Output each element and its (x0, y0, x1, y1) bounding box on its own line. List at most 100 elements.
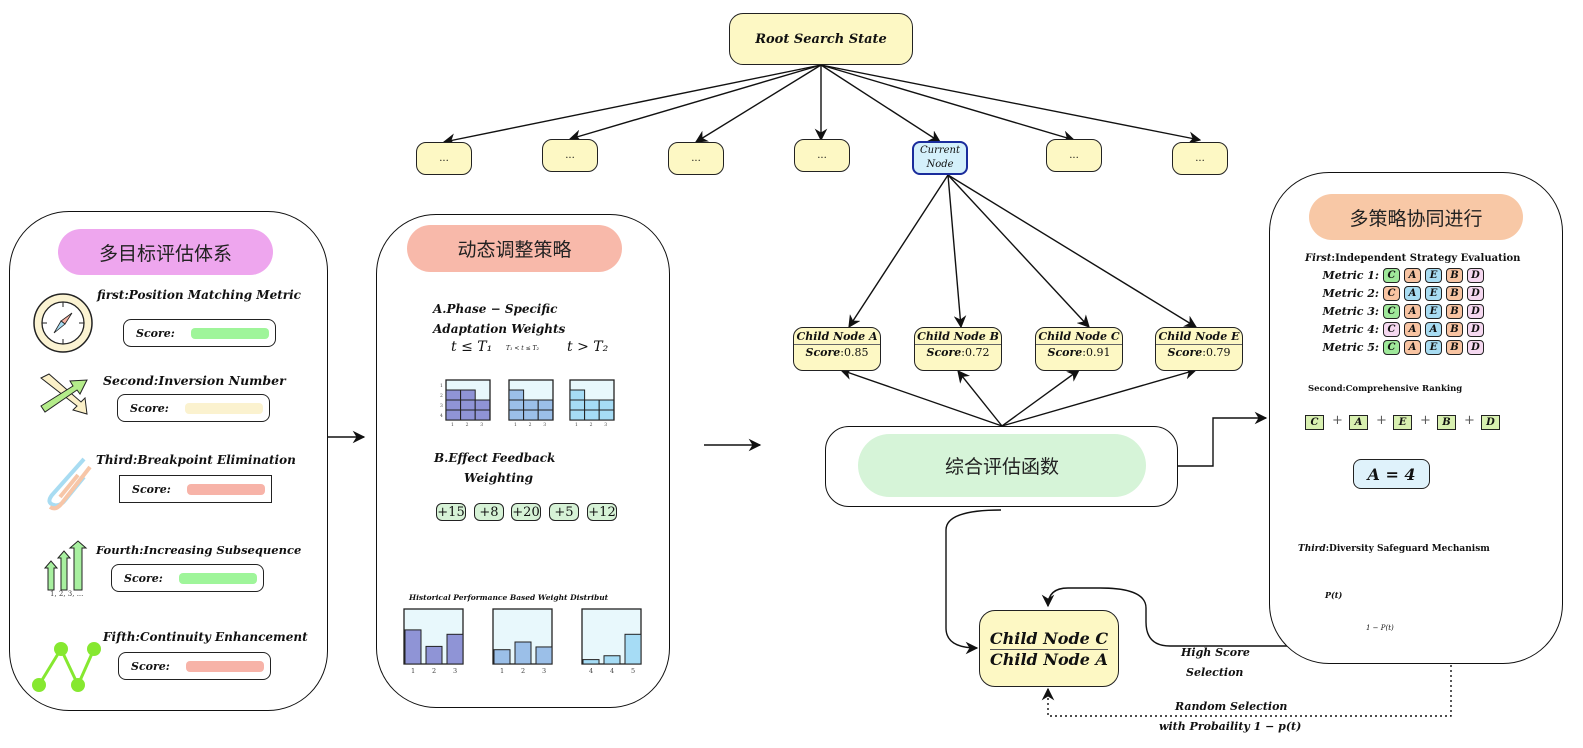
candidate-tag: D (1467, 304, 1484, 319)
child-node[interactable]: Child Node C Score:0.91 (1035, 327, 1123, 371)
score-value: 0.85 (844, 346, 869, 359)
root-search-state-node[interactable]: Root Search State (729, 13, 913, 65)
first-stage-label: First:Independent Strategy Evaluation (1305, 253, 1520, 264)
grid-col-label: 3 (543, 422, 546, 427)
random-selection-label-2: with Probaility 1 − p(t) (1159, 720, 1302, 733)
hist-bar (535, 646, 553, 665)
hist-tick-label: 3 (453, 667, 457, 675)
child-node[interactable]: Child Node A Score:0.85 (793, 327, 881, 371)
node-ellipsis: ... (1195, 153, 1205, 164)
ranking-tag: E (1393, 415, 1412, 430)
candidate-tag: D (1467, 286, 1484, 301)
metric-title-fifth: Fifth:Continuity Enhancement (103, 630, 308, 644)
candidate-tag: A (1404, 340, 1421, 355)
candidate-tag: A (1404, 322, 1421, 337)
section-a-line2: Adaptation Weights (433, 322, 566, 336)
tree-node-placeholder[interactable]: ... (542, 139, 598, 172)
tree-node-placeholder[interactable]: ... (794, 139, 850, 172)
node-ellipsis: ... (565, 150, 575, 161)
metric-rank-label: Metric 5: (1322, 341, 1379, 354)
metric-rank-label: Metric 4: (1322, 323, 1379, 336)
grid-row-label: 2 (440, 393, 443, 399)
tree-node-placeholder[interactable]: ... (416, 142, 472, 175)
candidate-tag: C (1383, 322, 1400, 337)
grid-col-label: 1 (575, 422, 578, 427)
score-label: Score: (130, 401, 169, 415)
candidate-tag: C (1383, 304, 1400, 319)
node-ellipsis: ... (691, 153, 701, 164)
third-stage-label: Third:Diversity Safeguard Mechanism (1298, 544, 1490, 554)
child-node-score: Score:0.91 (1047, 346, 1111, 359)
candidate-tag: B (1446, 340, 1463, 355)
child-node-score: Score:0.72 (926, 346, 990, 359)
ranking-tag: A (1349, 415, 1368, 430)
hist-bar (603, 655, 621, 665)
metric-rank-label: Metric 2: (1322, 287, 1379, 300)
node-ellipsis: ... (439, 153, 449, 164)
ranking-result: A = 4 (1367, 464, 1416, 484)
child-node[interactable]: Child Node E Score:0.79 (1155, 327, 1243, 371)
score-box-second: Score: (117, 394, 270, 422)
grid-col-label: 3 (480, 422, 483, 427)
score-box-fifth: Score: (118, 652, 271, 680)
tree-node-placeholder[interactable]: ... (668, 142, 724, 175)
feedback-box: +12 (587, 503, 617, 521)
hist-tick-label: 4 (589, 667, 593, 675)
selected-child-1: Child Node C (989, 628, 1109, 650)
grid-col-label: 2 (529, 422, 532, 427)
tree-node-placeholder[interactable]: ... (1046, 139, 1102, 172)
tree-node-placeholder[interactable]: ... (1172, 142, 1228, 175)
eval-function-label: 综合评估函数 (858, 434, 1146, 497)
third-stage-label-text: :Diversity Safeguard Mechanism (1325, 544, 1490, 554)
feedback-box: +15 (436, 503, 466, 521)
metric-title-second: Second:Inversion Number (103, 373, 286, 388)
hist-tick-label: 2 (521, 667, 525, 675)
score-label: Score: (136, 326, 175, 340)
hist-bar (404, 629, 422, 665)
candidate-tag: C (1383, 340, 1400, 355)
grid-col-label: 2 (590, 422, 593, 427)
hist-bar (425, 645, 443, 665)
score-label: Score (1047, 346, 1083, 359)
ranking-tag: C (1305, 415, 1324, 430)
hist-bar (514, 641, 532, 665)
score-value: 0.72 (965, 346, 990, 359)
hist-tick-label: 1 (411, 667, 415, 675)
plus-sign: + (1376, 413, 1387, 428)
candidate-tag: A (1425, 322, 1442, 337)
grid-row-label: 3 (440, 403, 443, 409)
candidate-tag: C (1383, 286, 1400, 301)
score-label: Score (926, 346, 962, 359)
ranking-tag: D (1481, 415, 1500, 430)
selected-children-node[interactable]: Child Node C Child Node A (979, 610, 1119, 687)
grid-col-label: 2 (466, 422, 469, 427)
candidate-tag: D (1467, 340, 1484, 355)
candidate-tag: D (1467, 268, 1484, 283)
score-bar (187, 483, 265, 495)
current-node-label: Node (926, 159, 954, 170)
score-label: Score: (124, 571, 163, 585)
curve-label-p: P(t) (1325, 590, 1343, 600)
section-a-line1: A.Phase − Specific (433, 302, 558, 316)
root-label: Root Search State (755, 31, 887, 47)
candidate-tag: D (1467, 322, 1484, 337)
score-box-first: Score: (123, 319, 276, 347)
selected-child-2: Child Node A (990, 649, 1108, 669)
child-node-score: Score:0.85 (805, 346, 869, 359)
score-bar (186, 660, 264, 672)
hist-tick-label: 1 (500, 667, 504, 675)
child-node[interactable]: Child Node B Score:0.72 (914, 327, 1002, 371)
score-value: 0.79 (1206, 346, 1231, 359)
candidate-tag: A (1404, 268, 1421, 283)
random-selection-label-1: Random Selection (1175, 700, 1288, 713)
